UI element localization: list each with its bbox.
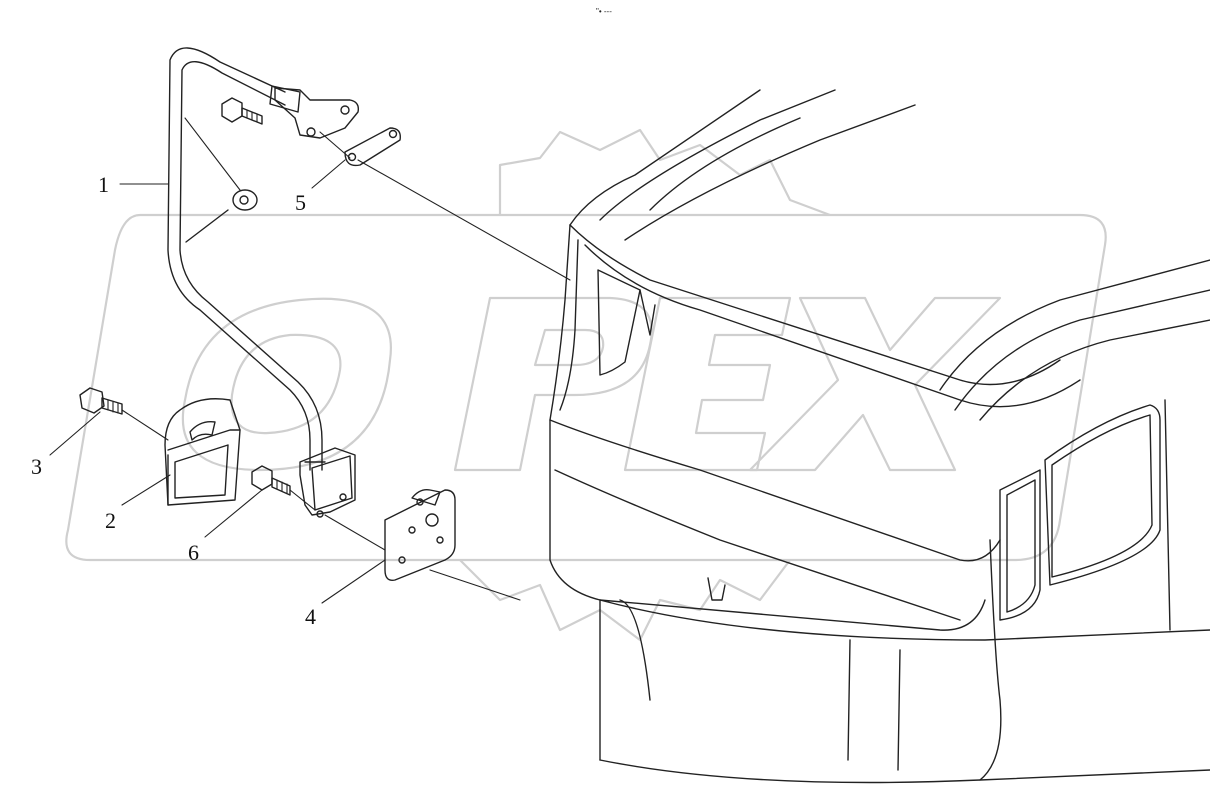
bumper-bottom: [599, 759, 1210, 784]
washer: [232, 189, 258, 211]
clamp-hole-2: [340, 105, 350, 115]
plate-hole-center: [425, 513, 439, 527]
bolt-3-shank: [101, 397, 123, 415]
hinge-front: [311, 455, 353, 511]
watermark: [65, 128, 1107, 642]
link-hole-2: [388, 129, 398, 139]
callout-leaders: [49, 159, 386, 604]
top-bolt-head: [221, 97, 243, 123]
truck-cab: [549, 89, 1210, 784]
plate-hole-2: [436, 536, 444, 544]
callout-3: 3: [31, 454, 42, 479]
bolt-3-head: [79, 387, 105, 414]
bracket-front: [167, 429, 241, 506]
leader-6: [204, 489, 263, 538]
top-bolt: [221, 97, 263, 125]
bracket-inner: [174, 444, 229, 499]
watermark-letter-o: [181, 297, 392, 472]
bumper-top: [599, 599, 1210, 641]
side-panel-edge: [1164, 399, 1171, 631]
hinge-body: [299, 447, 356, 516]
rod-section-mark: [185, 209, 229, 243]
watermark-gear: [459, 128, 831, 642]
cab-upper-edge: [569, 224, 1061, 386]
callout-6: 6: [188, 540, 199, 565]
link-plate-body: [344, 127, 401, 167]
cab-roof-side-2: [954, 289, 1210, 411]
bracket-slot: [189, 421, 216, 441]
leader-4: [321, 559, 386, 604]
bumper-line-3: [897, 649, 901, 771]
bracket-outer: [164, 398, 241, 506]
bumper-line-2: [847, 639, 851, 761]
front-panel-mid: [554, 469, 961, 621]
clamp-body: [274, 87, 360, 139]
cab-left-edge: [549, 224, 986, 631]
headlamp-inner: [1006, 479, 1036, 613]
washer-hole: [239, 195, 249, 205]
callout-4: 4: [305, 604, 316, 629]
bolt-6-shank: [271, 477, 291, 496]
leader-5: [311, 159, 346, 189]
callout-2: 2: [105, 508, 116, 533]
cab-roof-line-2: [624, 104, 916, 241]
watermark-badge: [65, 213, 1107, 562]
bolt-3: [79, 387, 123, 415]
rod-inner: [179, 61, 323, 471]
callout-5: 5: [295, 190, 306, 215]
plate-hole-1: [408, 526, 416, 534]
washer-outer: [232, 189, 258, 211]
cab-upper-edge-2: [584, 244, 1081, 408]
mirror-rod: [167, 47, 326, 471]
leader-2: [121, 474, 171, 506]
hinge-pin-1: [316, 510, 324, 518]
cab-right-edge: [979, 539, 1002, 781]
watermark-letter-x: [748, 296, 1002, 472]
leader-3: [49, 411, 101, 456]
headlamp-outline: [999, 469, 1041, 621]
callouts: 1 2 3 4 5 6: [31, 172, 316, 629]
callout-1: 1: [98, 172, 109, 197]
mirror-bracket: [164, 398, 241, 506]
clamp-rod-sleeve: [269, 85, 301, 113]
cab-roof-line-1: [599, 89, 836, 221]
bolt-6: [251, 465, 291, 496]
cab-roof-front: [569, 89, 761, 226]
watermark-letter-p: [453, 296, 653, 472]
cab-roof-side-1: [939, 259, 1210, 391]
cab-left-edge-inner: [559, 239, 579, 411]
hinge-pin-2: [339, 493, 347, 501]
cab-roof-line-3: [649, 117, 801, 211]
watermark-letter-e: [623, 296, 792, 472]
link-plate: [344, 127, 401, 167]
windshield-left: [597, 269, 641, 376]
front-panel-top: [549, 419, 1001, 562]
windshield-inner: [639, 289, 656, 336]
cab-roof-side-3: [979, 319, 1210, 421]
bumper-line-1: [619, 599, 651, 701]
top-bolt-shank: [241, 107, 263, 125]
side-window-inner: [1051, 414, 1153, 578]
grille-notch: [707, 577, 726, 601]
clamp-hole-1: [306, 127, 316, 137]
mirror-hinge: [299, 447, 356, 518]
mounting-plate-tab: [411, 488, 441, 506]
mounting-plate: [384, 488, 456, 581]
header-code: "• ---: [596, 7, 612, 16]
plate-hole-4: [416, 498, 424, 506]
plate-hole-3: [398, 556, 406, 564]
assembly-lines: [121, 117, 571, 601]
top-clamp: [269, 85, 360, 139]
rod-outer: [167, 47, 311, 471]
side-window: [1044, 404, 1161, 586]
mounting-plate-body: [384, 489, 456, 581]
